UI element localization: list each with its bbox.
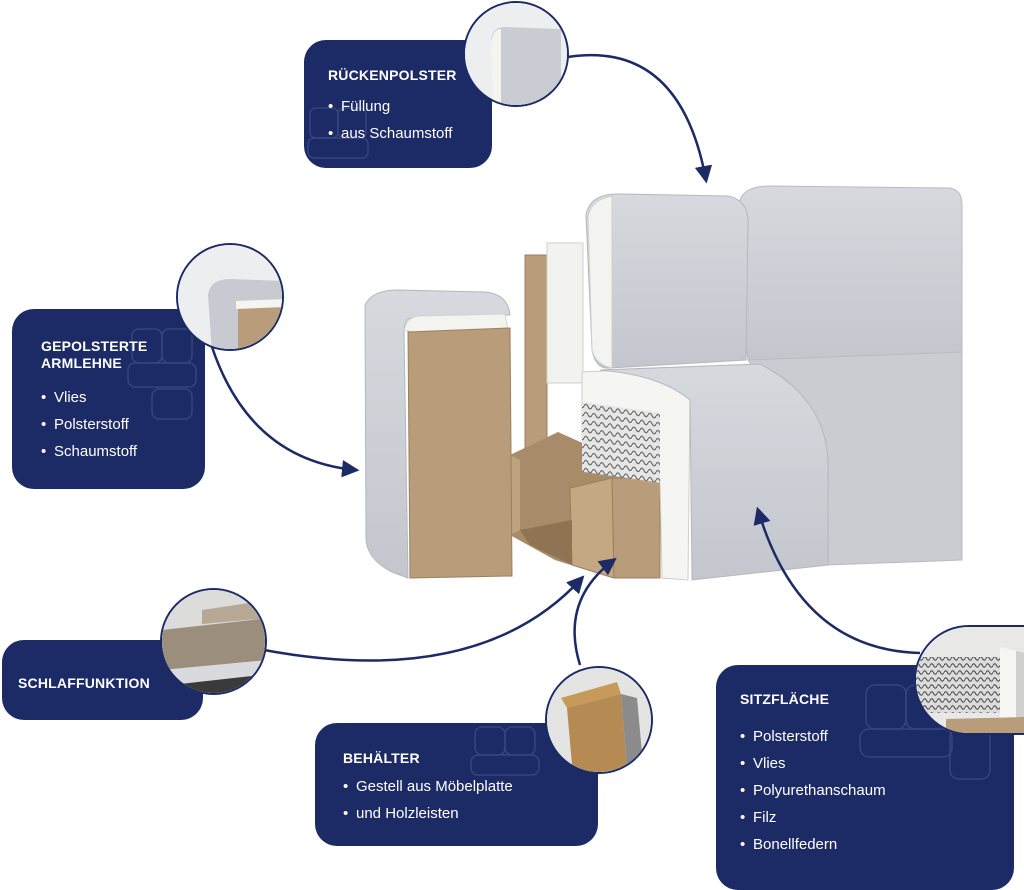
armrest-arrow — [210, 346, 360, 478]
storage-item: Gestell aus Möbelplatte — [343, 773, 570, 800]
storage-item: und Holzleisten — [343, 800, 570, 827]
armrest-title: GEPOLSTERTE ARMLEHNE — [41, 338, 176, 372]
seat-item: Vlies — [740, 750, 990, 777]
backrest-card: RÜCKENPOLSTER Füllung aus Schaumstoff — [304, 40, 492, 168]
seat-arrow — [753, 506, 921, 655]
seat-item: Polyurethanschaum — [740, 777, 990, 804]
backrest-arrow — [567, 53, 713, 184]
backrest-item: Füllung — [328, 93, 468, 120]
sleep-arrow — [263, 575, 585, 662]
storage-zoom-image — [545, 666, 653, 774]
backrest-zoom-image — [463, 1, 569, 107]
armrest-block — [364, 289, 513, 579]
storage-title: BEHÄLTER — [343, 750, 420, 766]
backrest-item: aus Schaumstoff — [328, 120, 468, 147]
backrest-cushion — [585, 193, 749, 369]
sleep-function-title: SCHLAFFUNKTION — [18, 675, 150, 691]
seat-item: Polsterstoff — [740, 723, 990, 750]
seat-item: Filz — [740, 804, 990, 831]
seat-cushion-cutaway — [581, 363, 829, 581]
armrest-zoom-image — [176, 243, 284, 351]
armrest-item: Vlies — [41, 384, 176, 411]
armrest-card: GEPOLSTERTE ARMLEHNE Vlies Polsterstoff … — [12, 309, 205, 489]
seat-title: SITZFLÄCHE — [740, 691, 830, 707]
storage-arrow — [573, 557, 617, 666]
backrest-title: RÜCKENPOLSTER — [328, 67, 457, 83]
armrest-item: Polsterstoff — [41, 411, 176, 438]
sleep-function-zoom-image — [160, 588, 267, 695]
armrest-title-line: GEPOLSTERTE — [41, 338, 148, 354]
storage-card: BEHÄLTER Gestell aus Möbelplatte und Hol… — [315, 723, 598, 846]
armrest-title-line: ARMLEHNE — [41, 355, 122, 371]
back-frame — [524, 242, 584, 456]
seat-zoom-image — [914, 625, 1024, 735]
seat-item: Bonellfedern — [740, 831, 990, 858]
armrest-item: Schaumstoff — [41, 438, 176, 465]
